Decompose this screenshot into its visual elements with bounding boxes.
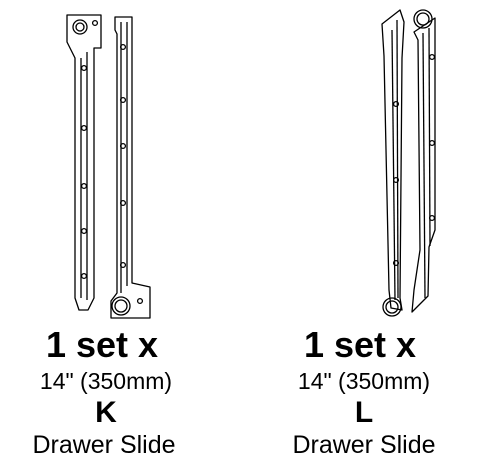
part-quantity: 1 set x [45, 324, 159, 365]
part-quantity: 1 set x [303, 324, 417, 365]
part-letter: L [354, 396, 374, 429]
part-size: 14" (350mm) [297, 368, 431, 394]
part-name: Drawer Slide [292, 431, 436, 459]
part-l: 1 set x 14" (350mm) L Drawer Slide [252, 0, 504, 470]
part-letter: K [95, 396, 117, 429]
drawer-slide-l-icon [381, 9, 436, 317]
part-name: Drawer Slide [32, 431, 176, 459]
part-size: 14" (350mm) [39, 368, 173, 394]
drawer-slide-k-icon [66, 14, 151, 319]
part-k: 1 set x 14" (350mm) K Drawer Slide [32, 14, 176, 459]
